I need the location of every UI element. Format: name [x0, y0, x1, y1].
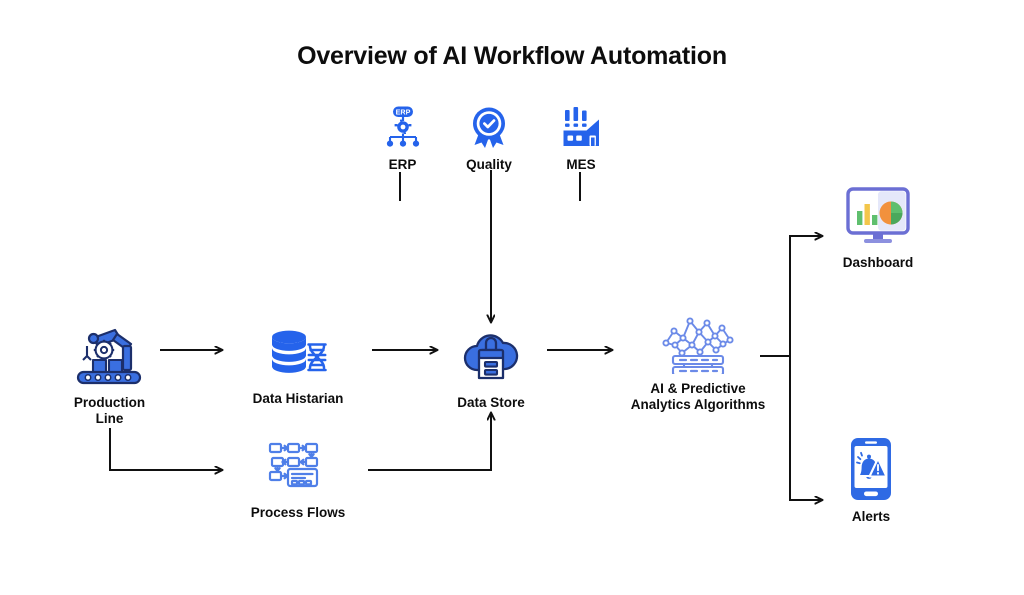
node-label: Process Flows	[250, 505, 346, 520]
node-alerts[interactable]: Alerts	[832, 436, 910, 525]
node-production-line[interactable]: Production Line	[62, 324, 157, 426]
svg-text:ERP: ERP	[395, 108, 410, 117]
node-erp[interactable]: ERP	[365, 104, 440, 173]
node-label: MES	[566, 157, 596, 172]
node-label: Quality	[466, 157, 512, 172]
node-label: Dashboard	[842, 255, 914, 270]
quality-award-badge-icon	[466, 104, 512, 150]
node-label: Alerts	[851, 509, 891, 524]
node-data-historian[interactable]: Data Histarian	[240, 324, 356, 407]
node-process-flows[interactable]: Process Flows	[240, 440, 356, 521]
connector-ai-to-dashboard	[789, 236, 822, 356]
phone-alert-bell-icon	[846, 436, 896, 502]
node-dashboard[interactable]: Dashboard	[832, 186, 924, 271]
page-title: Overview of AI Workflow Automation	[297, 42, 727, 70]
node-quality[interactable]: Quality	[450, 104, 528, 173]
connector-ai-to-alerts	[789, 356, 822, 500]
database-dna-icon	[267, 324, 329, 384]
node-ai-predictive-analytics[interactable]: AI & Predictive Analytics Algorithms	[620, 312, 776, 412]
mes-factory-icon	[558, 104, 604, 150]
connector-processflow-to-datastore	[368, 413, 491, 471]
cloud-database-icon	[460, 330, 522, 388]
node-mes[interactable]: MES	[545, 104, 617, 173]
robotic-arm-conveyor-icon	[73, 324, 147, 388]
node-label: Data Histarian	[252, 391, 344, 406]
erp-hierarchy-icon: ERP	[380, 104, 426, 150]
neural-network-server-icon	[659, 312, 737, 377]
monitor-charts-icon	[844, 186, 912, 248]
node-label: Data Store	[457, 395, 525, 410]
node-label: AI & Predictive Analytics Algorithms	[630, 381, 766, 412]
process-flow-chart-icon	[267, 440, 329, 498]
node-label: ERP	[388, 157, 417, 172]
node-label: Production Line	[73, 395, 146, 426]
connector-production-to-processflow	[109, 428, 222, 470]
node-data-store[interactable]: Data Store	[447, 330, 535, 411]
